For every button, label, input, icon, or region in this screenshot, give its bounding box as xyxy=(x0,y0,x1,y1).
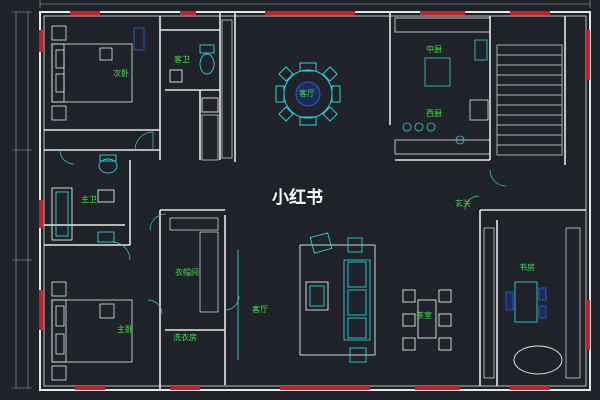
living-room-furniture xyxy=(237,232,376,363)
interior-walls xyxy=(44,12,586,390)
master-bedroom-bed xyxy=(51,281,133,381)
label-western-kitchen: 西厨 xyxy=(426,109,442,118)
label-guest-bath: 客卫 xyxy=(174,55,190,64)
dining-table xyxy=(275,62,341,126)
label-master-bath: 主卫 xyxy=(81,195,97,204)
staircase xyxy=(496,44,563,156)
door-swings xyxy=(59,131,507,315)
label-living-room: 客厅 xyxy=(252,305,268,314)
label-study: 书房 xyxy=(519,263,535,272)
windows xyxy=(39,11,590,390)
wardrobe-units xyxy=(169,19,581,379)
label-chinese-kitchen: 中厨 xyxy=(426,45,442,54)
label-entrance: 玄关 xyxy=(455,199,471,208)
guest-bath-fixtures xyxy=(133,27,219,113)
master-bath-fixtures xyxy=(51,154,118,243)
label-cloakroom: 衣帽间 xyxy=(175,268,199,277)
dimension-lines xyxy=(12,0,591,389)
study-furniture xyxy=(505,281,563,375)
watermark-logo: 小红书 xyxy=(272,188,323,208)
tea-room-furniture xyxy=(402,289,452,351)
kitchen-counters xyxy=(394,17,491,155)
label-tea-room: 茶室 xyxy=(416,311,432,320)
label-master-bedroom: 主卧 xyxy=(117,325,133,334)
label-living-dining: 客厅 xyxy=(299,89,315,98)
label-laundry: 洗衣房 xyxy=(173,333,197,342)
second-bedroom-bed xyxy=(51,25,133,121)
label-second-bedroom: 次卧 xyxy=(113,69,129,78)
